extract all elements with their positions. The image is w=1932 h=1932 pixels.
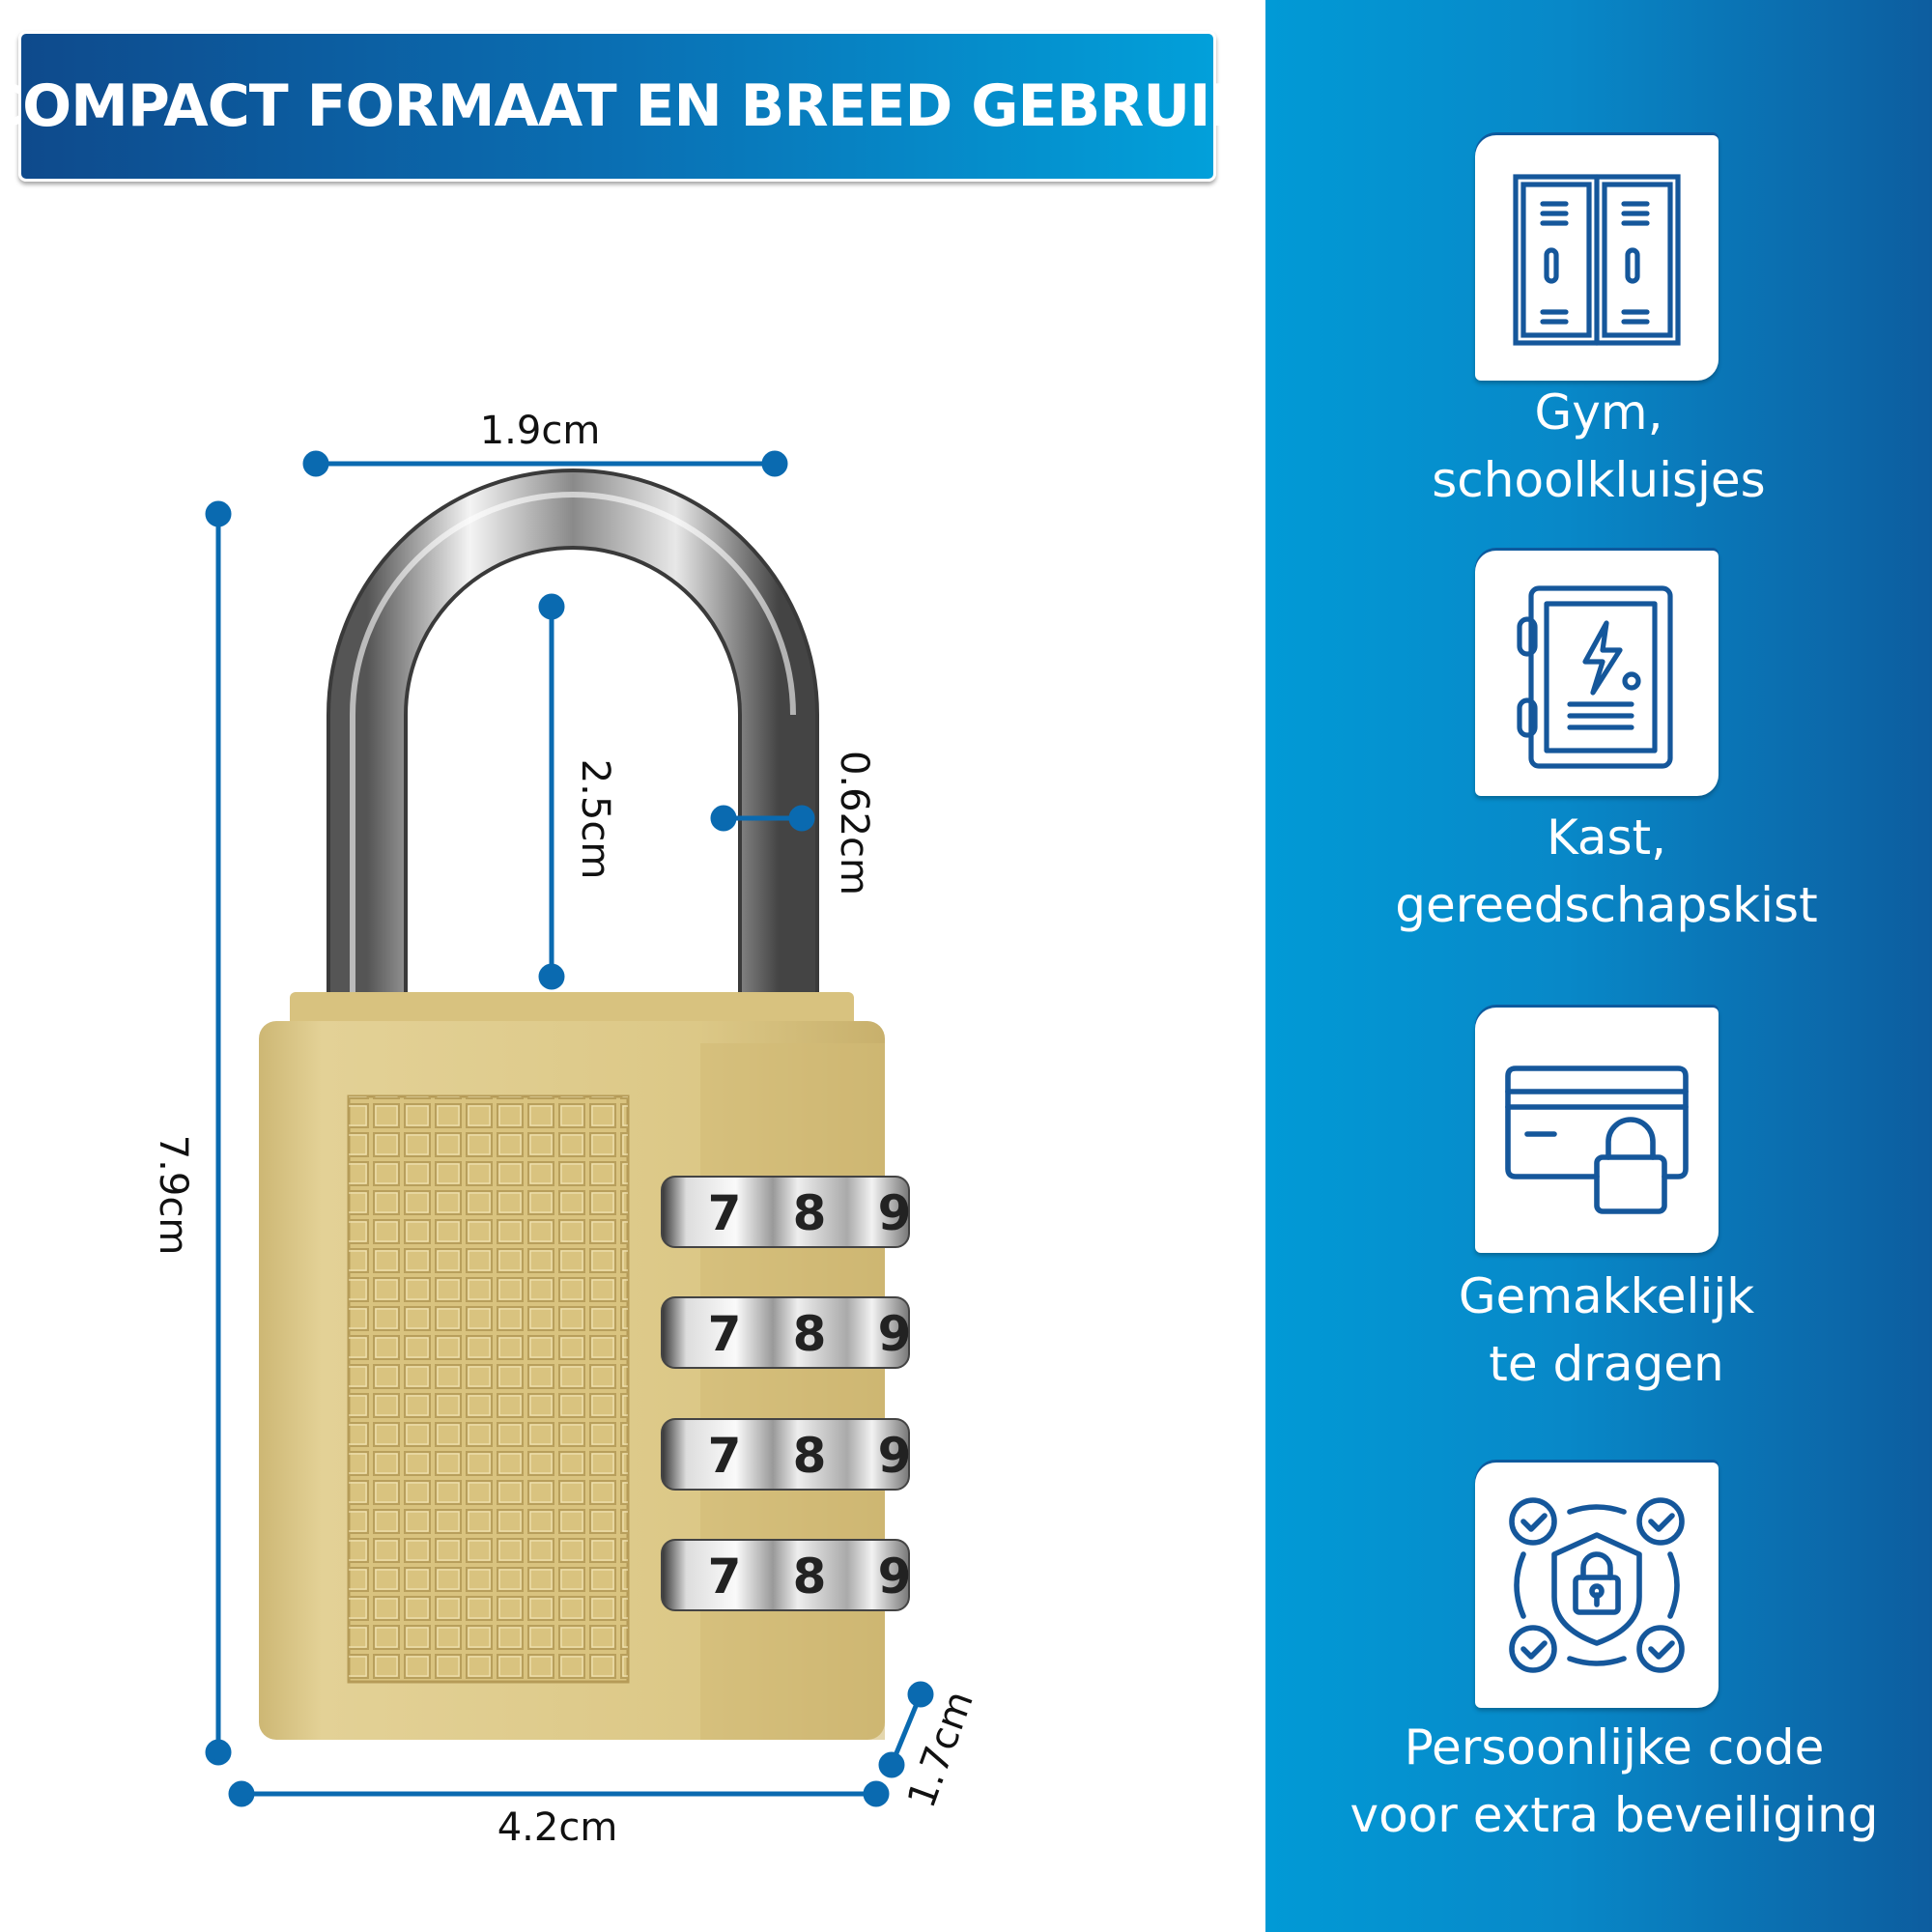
- page-title: COMPACT FORMAAT EN BREED GEBRUIK: [0, 72, 1255, 140]
- feature-label-line2: gereedschapskist: [1395, 877, 1818, 933]
- feature-label-line1: Gym,: [1534, 384, 1663, 440]
- feature-label-line1: Gemakkelijk: [1458, 1268, 1755, 1324]
- features-panel: Gym, schoolkluisjes Kast, gereedschapskist…: [1265, 0, 1932, 1932]
- dim-shackle-clearance: 2.5cm: [573, 758, 617, 880]
- cabinet-icon: [1517, 585, 1673, 769]
- feature-card-security: [1475, 1463, 1719, 1708]
- dim-total-height: 7.9cm: [151, 1134, 195, 1256]
- dial-digit: 7: [708, 1428, 742, 1484]
- feature-label-line2: voor extra beveiliging: [1350, 1787, 1879, 1843]
- feature-label-line1: Persoonlijke code: [1404, 1719, 1825, 1776]
- dial-digit: 9: [878, 1548, 912, 1605]
- dim-body-width: 4.2cm: [497, 1805, 618, 1850]
- locker-icon: [1513, 174, 1681, 346]
- dial-digit: 9: [878, 1185, 912, 1241]
- feature-label-line1: Kast,: [1546, 810, 1667, 866]
- feature-card-cabinet: [1475, 551, 1719, 796]
- feature-card-lockers: [1475, 135, 1719, 381]
- dial-digit: 8: [793, 1185, 827, 1241]
- shield-lock-icon: [1509, 1497, 1685, 1673]
- dial-digit: 8: [793, 1428, 827, 1484]
- dial-digit: 8: [793, 1548, 827, 1605]
- dial-digit: 7: [708, 1548, 742, 1605]
- dial-digit: 9: [878, 1428, 912, 1484]
- feature-card-portable: [1475, 1008, 1719, 1253]
- feature-label-line2: te dragen: [1489, 1336, 1724, 1392]
- dial-digit: 8: [793, 1306, 827, 1362]
- dim-shackle-width: 1.9cm: [479, 409, 601, 453]
- card-lock-icon: [1505, 1065, 1689, 1214]
- feature-label-line2: schoolkluisjes: [1432, 452, 1766, 508]
- dial-digit: 9: [878, 1306, 912, 1362]
- dim-shackle-diameter: 0.62cm: [832, 750, 876, 896]
- title-banner: COMPACT FORMAAT EN BREED GEBRUIK: [0, 31, 1255, 182]
- dial-digit: 7: [708, 1306, 742, 1362]
- dial-digit: 7: [708, 1185, 742, 1241]
